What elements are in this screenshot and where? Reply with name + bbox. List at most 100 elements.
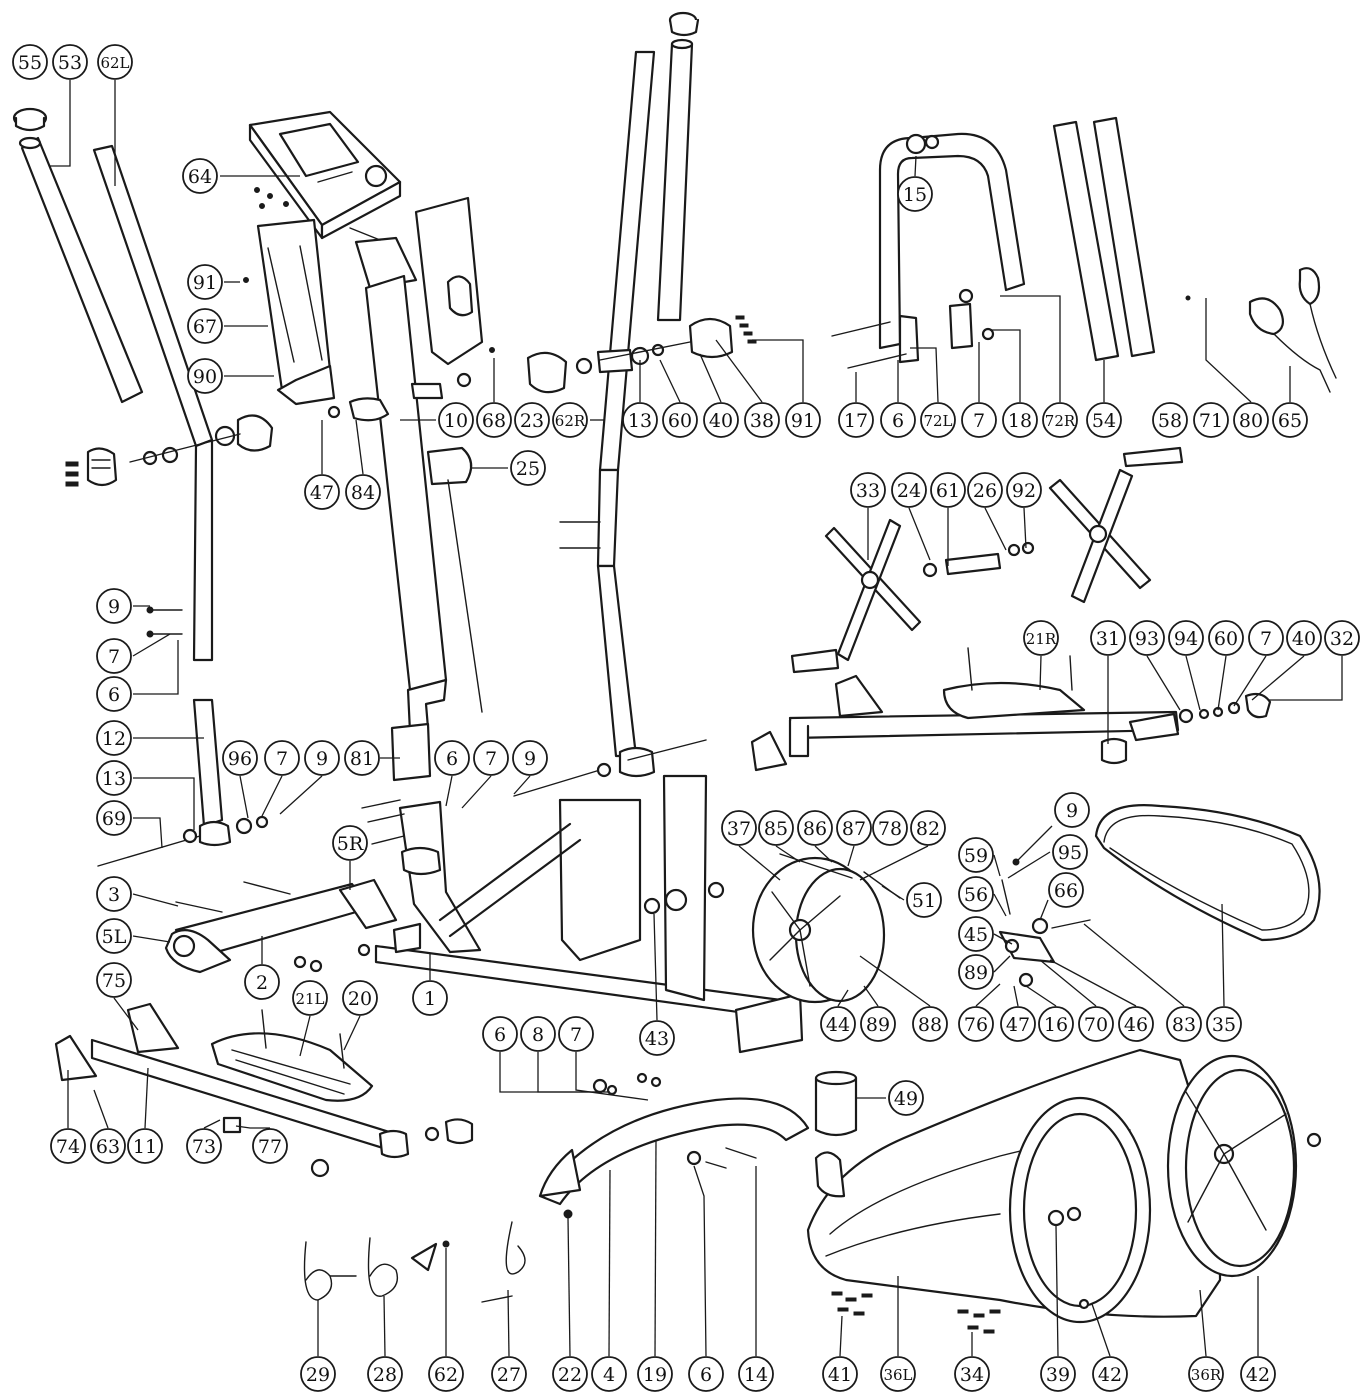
callout-number: 90 xyxy=(193,366,217,388)
callout-number: 60 xyxy=(1214,628,1238,650)
callout-65: 65 xyxy=(1272,366,1308,438)
callout-leader-line xyxy=(699,353,722,403)
callout-leader-line xyxy=(715,339,763,403)
callout-number: 95 xyxy=(1058,842,1082,864)
callout-bubble xyxy=(662,402,698,438)
callout-92: 92 xyxy=(1006,472,1042,549)
callout-number: 7 xyxy=(570,1024,582,1046)
callout-bubble xyxy=(1286,620,1322,656)
callout-number: 80 xyxy=(1239,410,1263,432)
callout-number: 84 xyxy=(351,482,375,504)
left-pivot-bushings xyxy=(65,414,274,487)
callout-11: 11 xyxy=(127,1067,163,1164)
callout-60a: 60 xyxy=(659,359,698,438)
callout-bubble xyxy=(958,1006,994,1042)
callout-bubble xyxy=(96,918,132,954)
callout-leader-line xyxy=(1039,655,1042,691)
callout-leader-line xyxy=(133,817,163,849)
callout-leader-line xyxy=(881,885,905,901)
callout-leader-line xyxy=(132,935,171,943)
callout-bubble xyxy=(1166,1006,1202,1042)
drive-belt-35 xyxy=(1094,804,1321,942)
callout-number: 72R xyxy=(1045,412,1076,430)
callout-73: 73 xyxy=(186,1119,222,1164)
callout-leader-line xyxy=(738,845,781,881)
callout-bubble xyxy=(514,402,550,438)
callout-7d: 7 xyxy=(261,740,300,817)
callout-leader-line xyxy=(993,854,1001,877)
callout-6a: 6 xyxy=(880,360,916,438)
callout-18: 18 xyxy=(990,329,1038,438)
callout-leader-line xyxy=(775,845,801,863)
callout-leader-line xyxy=(133,640,179,695)
callout-83: 83 xyxy=(1083,923,1202,1042)
callout-5r: 5R xyxy=(332,825,368,890)
callout-leader-line xyxy=(299,1015,311,1057)
callout-number: 28 xyxy=(373,1364,397,1386)
callout-leader-line xyxy=(993,893,1007,917)
callout-number: 16 xyxy=(1044,1014,1068,1036)
callout-bubble xyxy=(1038,1006,1074,1042)
callout-bubble xyxy=(1006,472,1042,508)
callout-number: 71 xyxy=(1199,410,1223,432)
callout-bubble xyxy=(1092,1356,1128,1392)
callout-1: 1 xyxy=(412,954,448,1016)
callout-bubble xyxy=(304,474,340,510)
callout-number: 41 xyxy=(828,1364,852,1386)
callout-85: 85 xyxy=(758,810,801,863)
callout-leader-line xyxy=(499,1052,596,1093)
callout-bubble xyxy=(1118,1006,1154,1042)
callout-number: 83 xyxy=(1172,1014,1196,1036)
callout-6c: 6 xyxy=(434,740,470,807)
callout-leader-line xyxy=(814,845,833,863)
callout-leader-line xyxy=(575,1052,649,1101)
callout-number: 91 xyxy=(193,272,217,294)
callout-bubble xyxy=(96,962,132,998)
callout-81: 81 xyxy=(344,740,400,776)
callout-leader-line xyxy=(461,775,492,809)
callout-bubble xyxy=(367,1356,403,1392)
callout-bubble xyxy=(920,402,956,438)
callout-number: 14 xyxy=(744,1364,768,1386)
callout-bubble xyxy=(434,740,470,776)
callout-6b: 6 xyxy=(96,640,179,712)
left-lower-arm xyxy=(97,606,269,867)
callout-bubble xyxy=(96,760,132,796)
callout-20: 20 xyxy=(342,980,378,1051)
cover-screws xyxy=(831,1291,1001,1334)
callout-number: 7 xyxy=(1260,628,1272,650)
callout-21r: 21R xyxy=(1023,620,1059,691)
callout-38: 38 xyxy=(715,339,780,438)
callout-leader-line xyxy=(654,1139,657,1357)
callout-bubble xyxy=(1208,620,1244,656)
callout-bubble xyxy=(850,472,886,508)
callout-number: 89 xyxy=(866,1014,890,1036)
callout-53: 53 xyxy=(50,44,88,167)
callout-60b: 60 xyxy=(1208,620,1244,711)
callout-86: 86 xyxy=(797,810,833,863)
callout-78: 78 xyxy=(872,810,908,846)
callout-leader-line xyxy=(1025,985,1057,1007)
callout-35: 35 xyxy=(1206,903,1242,1042)
callout-bubble xyxy=(344,740,380,776)
callout-95: 95 xyxy=(1007,834,1088,879)
callout-4: 4 xyxy=(591,1169,627,1392)
callout-number: 61 xyxy=(936,480,960,502)
callout-number: 26 xyxy=(973,480,997,502)
callout-number: 78 xyxy=(878,818,902,840)
callout-number: 9 xyxy=(524,748,536,770)
callout-bubble xyxy=(1188,1356,1224,1392)
callout-2: 2 xyxy=(244,936,280,1000)
callout-number: 11 xyxy=(133,1136,157,1158)
callout-42b: 42 xyxy=(1240,1276,1276,1392)
callout-bubble xyxy=(52,44,88,80)
callout-number: 42 xyxy=(1098,1364,1122,1386)
callout-bubble xyxy=(292,980,328,1016)
callout-bubble xyxy=(1000,1006,1036,1042)
callout-leader-line xyxy=(659,359,681,403)
callout-number: 67 xyxy=(193,316,217,338)
callout-number: 6 xyxy=(494,1024,506,1046)
callout-bubble xyxy=(688,1356,724,1392)
callout-leader-line xyxy=(132,633,171,657)
